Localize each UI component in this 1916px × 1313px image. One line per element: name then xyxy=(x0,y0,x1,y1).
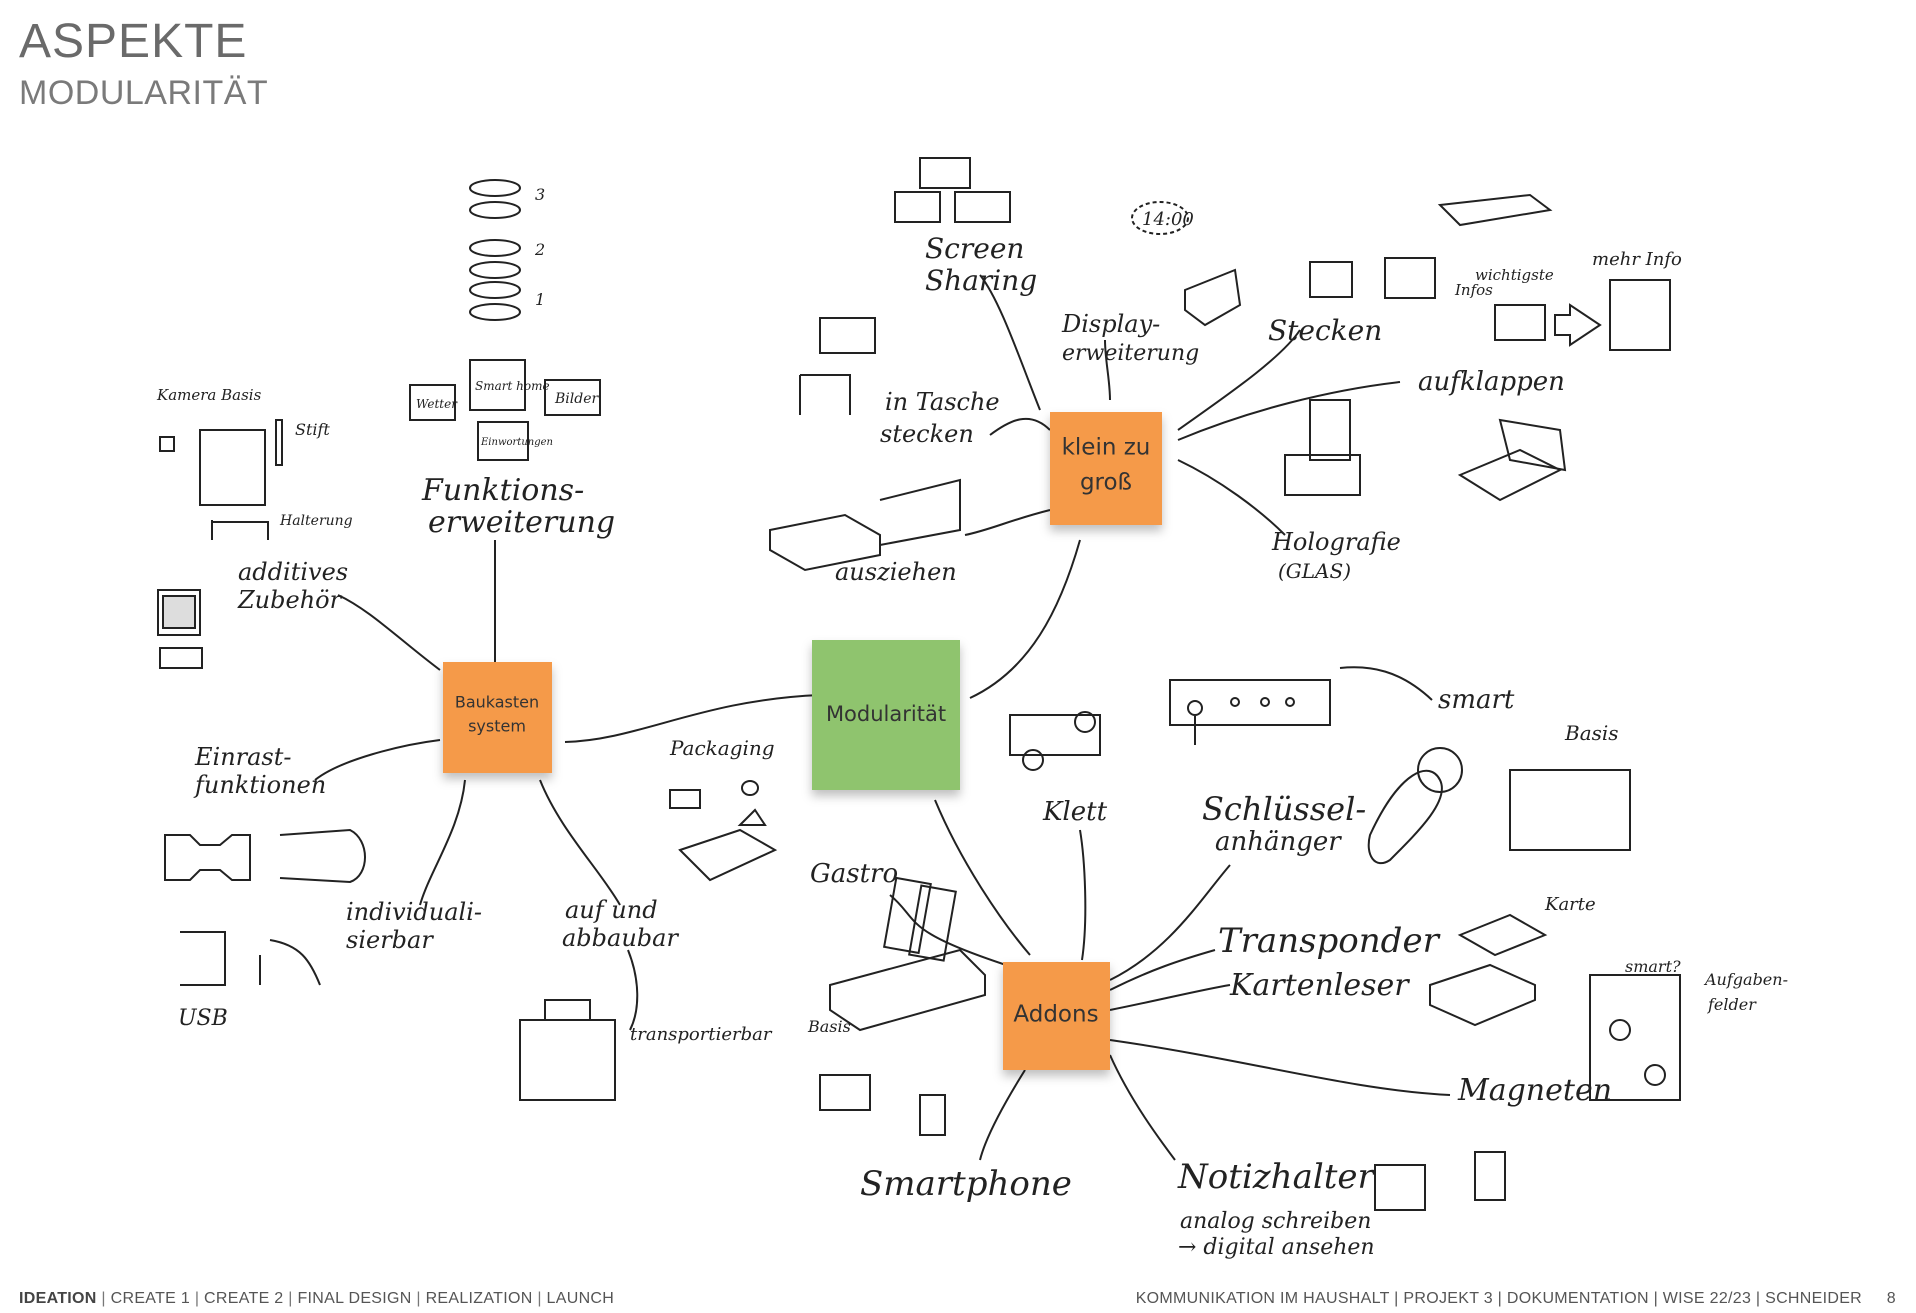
label-transponder: Transponder xyxy=(1218,921,1441,961)
klein-label-2: groß xyxy=(1080,470,1132,496)
label-einrast-1: Einrast- xyxy=(194,743,292,771)
sticky-addons xyxy=(1003,962,1110,1070)
label-analog-1: analog schreiben xyxy=(1180,1209,1371,1234)
label-smart: smart xyxy=(1438,685,1515,715)
label-stack-3: 3 xyxy=(535,185,545,204)
label-einrast-2: funktionen xyxy=(193,771,326,799)
label-basis-smartphone: Basis xyxy=(807,1017,851,1036)
label-schluessel-1: Schlüssel- xyxy=(1202,790,1366,828)
label-ausziehen: ausziehen xyxy=(835,558,957,586)
label-widget-bilder: Bilder xyxy=(554,391,599,407)
footer-nav: IDEATION | CREATE 1 | CREATE 2 | FINAL D… xyxy=(19,1290,615,1307)
label-stack-1: 1 xyxy=(535,290,545,309)
label-in-tasche-2: stecken xyxy=(880,420,974,448)
label-additives-1: additives xyxy=(238,558,348,586)
baukasten-label-1: Baukasten xyxy=(455,693,539,712)
label-analog-2: → digital ansehen xyxy=(1178,1235,1375,1260)
label-stift: Stift xyxy=(295,420,330,439)
addons-label: Addons xyxy=(1013,1002,1098,1028)
label-schluessel-2: anhänger xyxy=(1215,827,1342,857)
sketch-doodles xyxy=(157,157,1681,1211)
footer-nav-launch[interactable]: LAUNCH xyxy=(546,1290,615,1307)
label-halterung: Halterung xyxy=(279,513,353,529)
label-transport: transportierbar xyxy=(630,1024,773,1045)
sticky-modularitaet xyxy=(812,640,960,790)
footer-meta: KOMMUNIKATION IM HAUSHALT | PROJEKT 3 | … xyxy=(1136,1290,1896,1308)
label-aufgaben-1: Aufgaben- xyxy=(1703,970,1788,989)
mindmap-diagram: Modularität klein zu groß Baukasten syst… xyxy=(156,157,1788,1260)
label-smart-q: smart? xyxy=(1625,957,1681,976)
page-title: ASPEKTE xyxy=(19,15,248,68)
label-individual-2: sierbar xyxy=(346,926,434,954)
footer-meta-text: KOMMUNIKATION IM HAUSHALT | PROJEKT 3 | … xyxy=(1135,1290,1863,1307)
label-auf-abbau-2: abbaubar xyxy=(562,924,679,952)
label-wichtigste-2: Infos xyxy=(1454,281,1493,299)
klein-label-1: klein zu xyxy=(1062,435,1151,461)
label-holografie-2: (GLAS) xyxy=(1278,559,1351,583)
label-display-1: Display- xyxy=(1061,310,1160,338)
footer-nav-ideation[interactable]: IDEATION xyxy=(19,1290,97,1307)
label-packaging: Packaging xyxy=(669,736,775,760)
label-kartenleser: Kartenleser xyxy=(1229,968,1410,1003)
page-number: 8 xyxy=(1886,1290,1896,1307)
label-screen-sharing-1: Screen xyxy=(925,232,1024,265)
label-mehr-info: mehr Info xyxy=(1592,249,1682,270)
label-magneten: Magneten xyxy=(1457,1073,1612,1108)
page-subtitle: MODULARITÄT xyxy=(19,74,269,112)
label-stecken: Stecken xyxy=(1268,314,1382,347)
label-smartphone: Smartphone xyxy=(860,1164,1072,1204)
label-funktion-1: Funktions- xyxy=(421,473,584,508)
sticky-klein-zu-gross xyxy=(1050,412,1162,525)
label-funktion-2: erweiterung xyxy=(428,505,615,540)
label-widget-wetter: Wetter xyxy=(416,397,458,411)
baukasten-label-2: system xyxy=(468,717,526,736)
footer-nav-realization[interactable]: REALIZATION xyxy=(425,1290,533,1307)
label-kamera-basis: Kamera Basis xyxy=(156,386,262,404)
label-widget-einwort: Einwortungen xyxy=(480,437,553,448)
label-klett: Klett xyxy=(1042,797,1108,827)
label-wichtigste-1: wichtigste xyxy=(1475,266,1554,284)
connector-lines xyxy=(314,274,1451,1161)
center-node-label: Modularität xyxy=(826,702,946,726)
label-holografie-1: Holografie xyxy=(1271,528,1401,556)
label-stack-2: 2 xyxy=(534,240,545,259)
label-widget-smarthome: Smart home xyxy=(475,379,550,393)
label-display-2: erweiterung xyxy=(1062,341,1199,366)
label-gastro: Gastro xyxy=(810,859,898,889)
label-basis-right: Basis xyxy=(1564,721,1619,745)
footer-nav-create1[interactable]: CREATE 1 xyxy=(110,1290,191,1307)
footer-nav-final-design[interactable]: FINAL DESIGN xyxy=(297,1290,412,1307)
label-clock: 14:00 xyxy=(1142,209,1194,230)
label-auf-abbau-1: auf und xyxy=(565,896,658,924)
label-aufklappen: aufklappen xyxy=(1418,367,1565,397)
label-aufgaben-2: felder xyxy=(1707,995,1757,1014)
label-screen-sharing-2: Sharing xyxy=(925,264,1037,297)
label-in-tasche-1: in Tasche xyxy=(885,388,1000,416)
label-usb: USB xyxy=(178,1006,228,1031)
label-notizhalter: Notizhalter xyxy=(1177,1157,1375,1197)
label-individual-1: individuali- xyxy=(346,898,482,926)
label-karte: Karte xyxy=(1544,894,1596,915)
label-additives-2: Zubehör xyxy=(237,586,343,614)
footer-nav-create2[interactable]: CREATE 2 xyxy=(204,1290,284,1307)
sticky-baukasten xyxy=(443,662,552,773)
